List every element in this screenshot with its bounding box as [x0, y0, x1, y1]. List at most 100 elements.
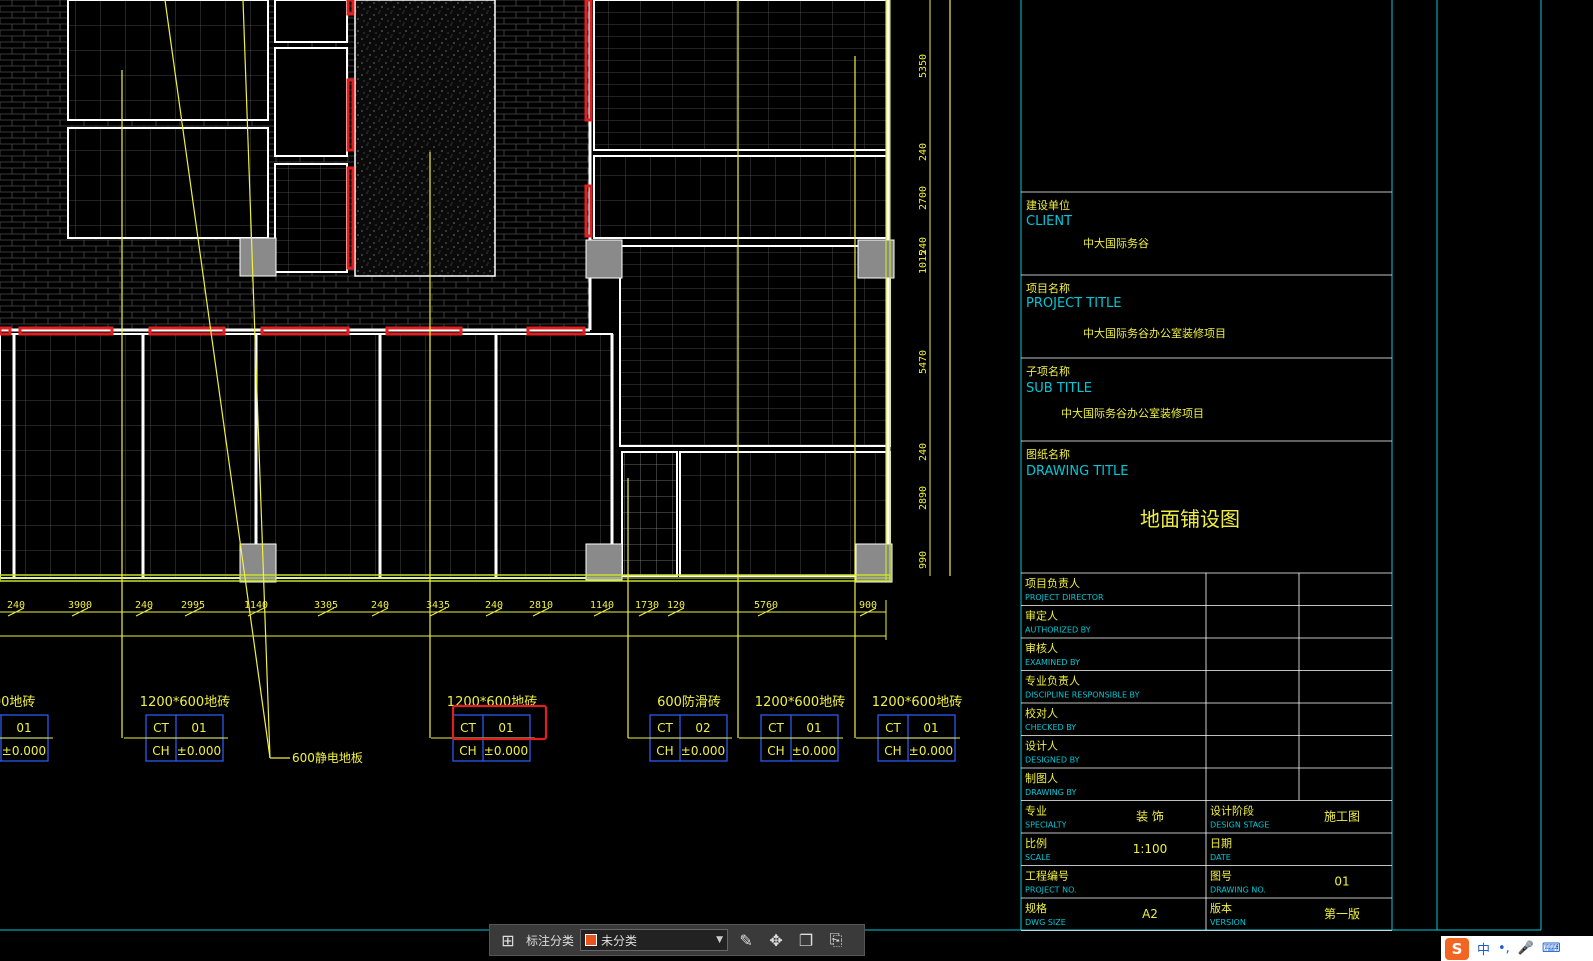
title-pair-cn: 工程编号: [1025, 869, 1069, 883]
title-row-cn: 设计人: [1025, 740, 1058, 753]
title-pair-en: SCALE: [1025, 853, 1051, 862]
tag-ct-value: 01: [498, 721, 513, 735]
keyboard-icon[interactable]: ⌨: [1542, 941, 1561, 956]
edit-icon[interactable]: ✎: [739, 930, 753, 950]
title-pair-cn2: 日期: [1210, 837, 1232, 850]
dimension-label: 240: [918, 443, 929, 461]
dimension-label: 1140: [244, 600, 268, 611]
title-row-en: DESIGNED BY: [1025, 756, 1080, 765]
title-row-en: DRAWING BY: [1025, 788, 1076, 797]
annotation-category-label: 标注分类: [526, 933, 575, 948]
dimension-tick: [593, 607, 611, 617]
title-pair-cn2: 设计阶段: [1210, 804, 1254, 818]
dimension-tick: [429, 607, 447, 617]
dimension-tick: [247, 607, 265, 617]
client-en: CLIENT: [1026, 214, 1072, 229]
title-pair-en: SPECIALTY: [1025, 821, 1067, 830]
tag-ch-value: ±0.000: [484, 744, 528, 758]
tag-title: 1200*600地砖: [755, 695, 845, 710]
tag-title: 600地砖: [0, 695, 35, 710]
dimension-tick: [532, 607, 550, 617]
dimension-label: 120: [667, 600, 685, 611]
title-row-cn: 制图人: [1025, 772, 1058, 785]
dimension-tick: [667, 607, 685, 617]
dimension-tick: [757, 607, 775, 617]
title-pair-cn: 规格: [1025, 901, 1047, 915]
title-pair-value2: 施工图: [1324, 810, 1360, 824]
title-pair-value: 1:100: [1133, 842, 1168, 856]
title-block: 建设单位 CLIENT 中大国际务谷 项目名称 PROJECT TITLE 中大…: [1026, 198, 1240, 531]
title-row-cn: 项目负责人: [1025, 576, 1080, 590]
tag-ct-label: CT: [657, 721, 673, 735]
floor-plan: [0, 0, 895, 583]
client-cn: 建设单位: [1026, 198, 1070, 212]
copy-icon[interactable]: ❐: [798, 930, 814, 950]
title-block-frame: [0, 0, 1542, 931]
tag-ch-label: CH: [656, 744, 673, 758]
sub-en: SUB TITLE: [1026, 381, 1092, 396]
dimension-label: 5760: [754, 600, 778, 611]
drawing-value: 地面铺设图: [1140, 507, 1240, 531]
title-pair-en2: DATE: [1210, 853, 1231, 862]
chevron-down-icon: ▼: [716, 935, 724, 945]
dimension-label: 240: [485, 600, 503, 611]
tag-ct-label: CT: [460, 721, 476, 735]
annotation-toolbar: ⊞ 标注分类 未分类 ▼ ✎ ✥ ❐ ⎘: [489, 924, 865, 956]
tag-ct-value: 01: [16, 721, 31, 735]
dimension-label: 990: [918, 551, 929, 569]
title-block-grid: [1021, 191, 1392, 930]
dimension-label: 240: [371, 600, 389, 611]
sogou-logo-icon[interactable]: S: [1445, 937, 1469, 960]
title-row-cn: 审定人: [1025, 609, 1058, 623]
tag-ch-value: ±0.000: [909, 744, 953, 758]
title-pair-value: 装 饰: [1136, 810, 1164, 824]
microphone-icon[interactable]: 🎤: [1517, 941, 1535, 956]
dimension-tick: [184, 607, 202, 617]
selection-highlight[interactable]: [451, 704, 548, 741]
punctuation-icon[interactable]: •,: [1498, 941, 1510, 956]
tag-ct-label: CT: [885, 721, 901, 735]
title-pair-en: DWG SIZE: [1025, 918, 1066, 927]
grid-apps-icon[interactable]: ⊞: [501, 930, 515, 950]
dimension-tick: [135, 607, 153, 617]
dimension-label: 2995: [181, 600, 205, 611]
tag-ch-label: CH: [459, 744, 476, 758]
dimension-label: 1730: [635, 600, 659, 611]
material-tags: 600地砖CT01CH±0.0001200*600地砖CT01CH±0.0001…: [0, 694, 962, 762]
dimension-tick: [485, 607, 503, 617]
dimension-tick: [638, 607, 656, 617]
tag-title: 1200*600地砖: [872, 695, 962, 710]
sub-cn: 子项名称: [1026, 364, 1070, 378]
project-cn: 项目名称: [1026, 281, 1070, 295]
tag-ct-label: CT: [153, 721, 169, 735]
tag-ch-label: CH: [884, 744, 901, 758]
bottom-dimension-line: [0, 600, 887, 640]
client-value: 中大国际务谷: [1083, 236, 1149, 250]
move-icon[interactable]: ✥: [769, 930, 783, 950]
dimension-label: 3435: [426, 600, 450, 611]
title-pair-value: A2: [1142, 907, 1158, 921]
dimension-label: 240: [7, 600, 25, 611]
title-pair-cn2: 版本: [1210, 901, 1232, 915]
dimension-label: 1015: [918, 250, 929, 274]
project-value: 中大国际务谷办公室装修项目: [1083, 326, 1226, 340]
dimension-label: 1140: [590, 600, 614, 611]
title-pair-en: PROJECT NO.: [1025, 886, 1077, 895]
title-row-en: AUTHORIZED BY: [1025, 626, 1091, 635]
title-row-en: PROJECT DIRECTOR: [1025, 593, 1104, 602]
dimension-label: 5350: [918, 54, 929, 78]
dimension-label: 240: [135, 600, 153, 611]
paste-icon[interactable]: ⎘: [829, 930, 843, 949]
annotation-category-select[interactable]: 未分类 ▼: [580, 929, 729, 951]
tag-ch-value: ±0.000: [177, 744, 221, 758]
ime-mode[interactable]: 中: [1477, 943, 1491, 958]
title-pair-value2: 01: [1334, 875, 1349, 889]
tag-ct-value: 02: [695, 721, 710, 735]
